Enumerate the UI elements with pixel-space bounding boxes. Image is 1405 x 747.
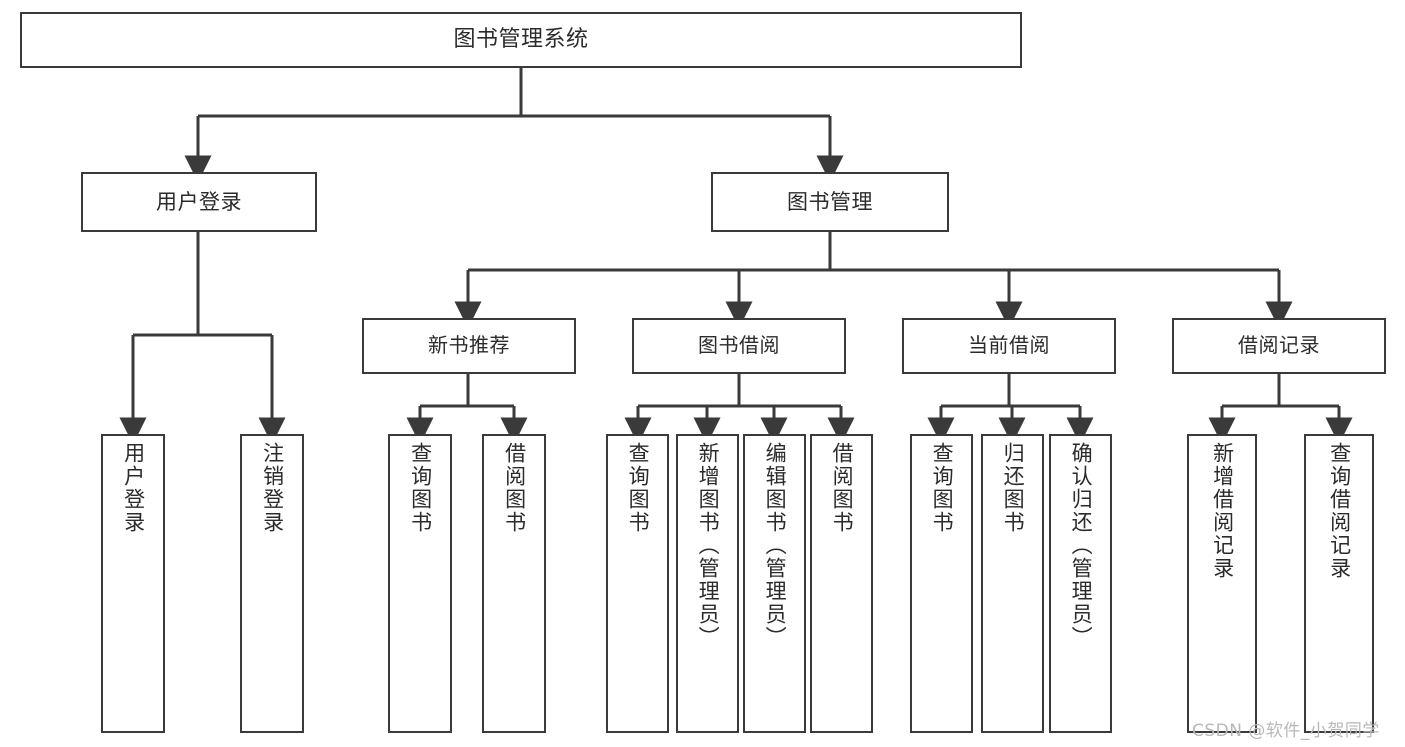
watermark-text: CSDN @软件_小贺同学 [1192,721,1380,741]
node-leaf-query-book-1-label: 查询图书 [408,442,433,534]
node-leaf-borrow-book-2-label: 借阅图书 [830,442,855,534]
node-leaf-query-book-1[interactable]: 查询图书 [388,434,452,733]
node-leaf-return-book-label: 归还图书 [1001,442,1026,534]
node-leaf-user-logout[interactable]: 注销登录 [240,434,304,733]
node-borrow-record[interactable]: 借阅记录 [1172,318,1386,374]
node-leaf-user-logout-label: 注销登录 [260,442,285,534]
node-leaf-add-book-label: 新增图书（管理员） [696,442,721,649]
node-book-borrow[interactable]: 图书借阅 [632,318,846,374]
node-leaf-confirm-return-label: 确认归还（管理员） [1069,442,1094,649]
node-new-book-recommend-label: 新书推荐 [428,333,510,358]
node-book-manage-label: 图书管理 [787,189,873,214]
node-leaf-borrow-book-1-label: 借阅图书 [502,442,527,534]
node-leaf-user-login[interactable]: 用户登录 [101,434,165,733]
node-leaf-add-borrow-record[interactable]: 新增借阅记录 [1187,434,1257,733]
node-current-borrow[interactable]: 当前借阅 [902,318,1116,374]
node-leaf-confirm-return[interactable]: 确认归还（管理员） [1049,434,1112,733]
node-leaf-edit-book[interactable]: 编辑图书（管理员） [743,434,806,733]
node-user-login-label: 用户登录 [156,189,242,214]
node-leaf-query-book-2[interactable]: 查询图书 [606,434,669,733]
node-leaf-add-book[interactable]: 新增图书（管理员） [676,434,739,733]
node-leaf-user-login-label: 用户登录 [121,442,146,534]
node-leaf-query-book-2-label: 查询图书 [626,442,651,534]
node-leaf-borrow-book-1[interactable]: 借阅图书 [482,434,546,733]
node-user-login[interactable]: 用户登录 [81,172,317,232]
node-book-manage[interactable]: 图书管理 [711,172,949,232]
node-book-borrow-label: 图书借阅 [698,333,780,358]
node-root-label: 图书管理系统 [453,27,589,53]
node-new-book-recommend[interactable]: 新书推荐 [362,318,576,374]
node-current-borrow-label: 当前借阅 [968,333,1050,358]
node-root[interactable]: 图书管理系统 [20,12,1022,68]
node-leaf-edit-book-label: 编辑图书（管理员） [763,442,788,649]
node-leaf-add-borrow-record-label: 新增借阅记录 [1210,442,1235,580]
node-borrow-record-label: 借阅记录 [1238,333,1320,358]
node-leaf-return-book[interactable]: 归还图书 [981,434,1044,733]
node-leaf-query-borrow-record[interactable]: 查询借阅记录 [1304,434,1374,733]
node-leaf-query-borrow-record-label: 查询借阅记录 [1327,442,1352,580]
node-leaf-query-book-3-label: 查询图书 [930,442,955,534]
node-leaf-query-book-3[interactable]: 查询图书 [910,434,973,733]
node-leaf-borrow-book-2[interactable]: 借阅图书 [810,434,873,733]
